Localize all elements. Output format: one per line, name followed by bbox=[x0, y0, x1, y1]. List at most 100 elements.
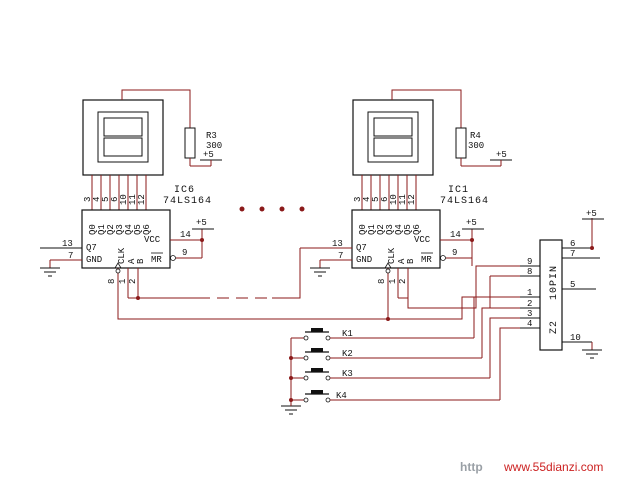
switch-k4: K4 bbox=[291, 390, 500, 403]
ic6-mr-bubble bbox=[170, 255, 176, 261]
conn-pin-3: 3 bbox=[527, 309, 532, 319]
ic1-vcc-label: VCC bbox=[414, 235, 431, 245]
switch-k4-label: K4 bbox=[336, 391, 347, 401]
ic6-clk-mark bbox=[114, 262, 122, 269]
right-display-section: R4 300 +5 3 4 5 6 10 11 12 IC1 74LS164 Q bbox=[300, 89, 512, 319]
svg-text:Q6: Q6 bbox=[142, 224, 152, 235]
ic6-mr-label: MR bbox=[151, 255, 162, 265]
ic6-vcc-label: VCC bbox=[144, 235, 161, 245]
connector-body bbox=[539, 239, 563, 351]
ic6-name: IC6 bbox=[174, 185, 195, 196]
ic1-part: 74LS164 bbox=[440, 196, 489, 207]
svg-text:4: 4 bbox=[92, 197, 102, 202]
left-digit-lower bbox=[103, 137, 143, 157]
ic1-pin7: 7 bbox=[338, 251, 343, 261]
conn-pin6-junction bbox=[590, 246, 594, 250]
k4-to-pin4 bbox=[499, 327, 520, 400]
conn-ground-icon bbox=[582, 349, 602, 359]
resistor-r4 bbox=[455, 127, 467, 159]
svg-text:Q3: Q3 bbox=[385, 224, 395, 235]
watermark-site: www.55dianzi.com bbox=[503, 460, 603, 474]
ic1-clk-bubble bbox=[385, 268, 391, 274]
right-display bbox=[352, 99, 434, 176]
ic1-name: IC1 bbox=[448, 185, 469, 196]
svg-text:Q2: Q2 bbox=[376, 224, 386, 235]
ic6-pin14: 14 bbox=[180, 230, 191, 240]
resistor-r4-name: R4 bbox=[470, 131, 481, 141]
ic6-clk-bubble bbox=[115, 268, 121, 274]
conn-pin-2: 2 bbox=[527, 299, 532, 309]
conn-pin-4: 4 bbox=[527, 319, 532, 329]
ic1-q7-label: Q7 bbox=[356, 243, 367, 253]
svg-text:Q4: Q4 bbox=[124, 224, 134, 235]
ic6-vcc-junction bbox=[200, 238, 204, 242]
conn-pin-5: 5 bbox=[570, 280, 575, 290]
left-display-section: R3 300 +5 3 4 5 6 10 11 12 IC6 74LS164 bbox=[40, 89, 222, 298]
svg-text:12: 12 bbox=[137, 194, 147, 205]
interconnect-wires bbox=[117, 248, 532, 320]
right-display-pin-leads bbox=[361, 175, 417, 210]
svg-text:Q5: Q5 bbox=[133, 224, 143, 235]
svg-text:12: 12 bbox=[407, 194, 417, 205]
switch-k2-label: K2 bbox=[342, 349, 353, 359]
switch-k2: K2 bbox=[291, 348, 482, 361]
ic1-pin2: 2 bbox=[398, 279, 408, 284]
ic1-b-label: B bbox=[406, 258, 416, 264]
switch-k1: K1 bbox=[291, 328, 474, 341]
clock-line bbox=[117, 286, 532, 320]
svg-text:5: 5 bbox=[101, 197, 111, 202]
svg-text:Q5: Q5 bbox=[403, 224, 413, 235]
ic1-ground-icon bbox=[310, 267, 330, 277]
right-digit-lower bbox=[373, 137, 413, 157]
conn-pin-7: 7 bbox=[570, 249, 575, 259]
ic6-pin7: 7 bbox=[68, 251, 73, 261]
switch-k3: K3 bbox=[291, 368, 490, 381]
conn-pin-8: 8 bbox=[527, 267, 532, 277]
connector-z2: 10PIN Z2 9 8 1 2 3 4 6 7 5 10 +5 bbox=[520, 209, 604, 359]
ic1-gnd-label: GND bbox=[356, 255, 372, 265]
svg-text:3: 3 bbox=[353, 197, 363, 202]
ic6-supply: +5 bbox=[196, 218, 207, 228]
ic6-ground-icon bbox=[40, 267, 60, 277]
ic1-body bbox=[351, 209, 441, 269]
svg-text:11: 11 bbox=[398, 194, 408, 205]
k1-to-pin1 bbox=[473, 296, 520, 338]
svg-text:Q4: Q4 bbox=[394, 224, 404, 235]
svg-text:Q1: Q1 bbox=[367, 224, 377, 235]
svg-text:6: 6 bbox=[380, 197, 390, 202]
ic1-mr-bubble bbox=[440, 255, 446, 261]
ic6-q7-label: Q7 bbox=[86, 243, 97, 253]
right-digit-upper bbox=[373, 117, 413, 137]
svg-text:Q1: Q1 bbox=[97, 224, 107, 235]
svg-text:10: 10 bbox=[119, 194, 129, 205]
right-display-to-resistor-wire bbox=[391, 89, 462, 128]
svg-text:Q2: Q2 bbox=[106, 224, 116, 235]
switch-bank: K1 K2 K3 K4 bbox=[281, 296, 520, 415]
resistor-r4-supply: +5 bbox=[496, 150, 507, 160]
ic1-output-labels: Q0 Q1 Q2 Q3 Q4 Q5 Q6 bbox=[358, 224, 422, 235]
ic6-pin9: 9 bbox=[182, 248, 187, 258]
ic6-clk-label: CLK bbox=[117, 247, 127, 264]
left-top-pin-numbers: 3 4 5 6 10 11 12 bbox=[83, 194, 147, 205]
ic1-pin8: 8 bbox=[377, 279, 387, 284]
resistor-r4-value: 300 bbox=[468, 141, 484, 151]
left-display-to-resistor-wire bbox=[121, 89, 191, 128]
svg-text:10: 10 bbox=[389, 194, 399, 205]
ic1-a-label: A bbox=[397, 258, 407, 264]
ic6-pin1: 1 bbox=[118, 279, 128, 284]
left-display bbox=[82, 99, 164, 176]
cascade-to-ic1 bbox=[272, 248, 301, 299]
svg-text:4: 4 bbox=[362, 197, 372, 202]
ic6-pin2: 2 bbox=[128, 279, 138, 284]
ic6-b-label: B bbox=[136, 258, 146, 264]
conn-pin-10: 10 bbox=[570, 333, 581, 343]
svg-text:Q0: Q0 bbox=[88, 224, 98, 235]
conn-pin-9: 9 bbox=[527, 257, 532, 267]
ic1-pin1: 1 bbox=[388, 279, 398, 284]
k2-to-pin2 bbox=[481, 307, 520, 358]
left-display-pin-leads bbox=[91, 175, 147, 210]
svg-text:3: 3 bbox=[83, 197, 93, 202]
switch-k1-label: K1 bbox=[342, 329, 353, 339]
ic1-supply: +5 bbox=[466, 218, 477, 228]
svg-text:Q0: Q0 bbox=[358, 224, 368, 235]
